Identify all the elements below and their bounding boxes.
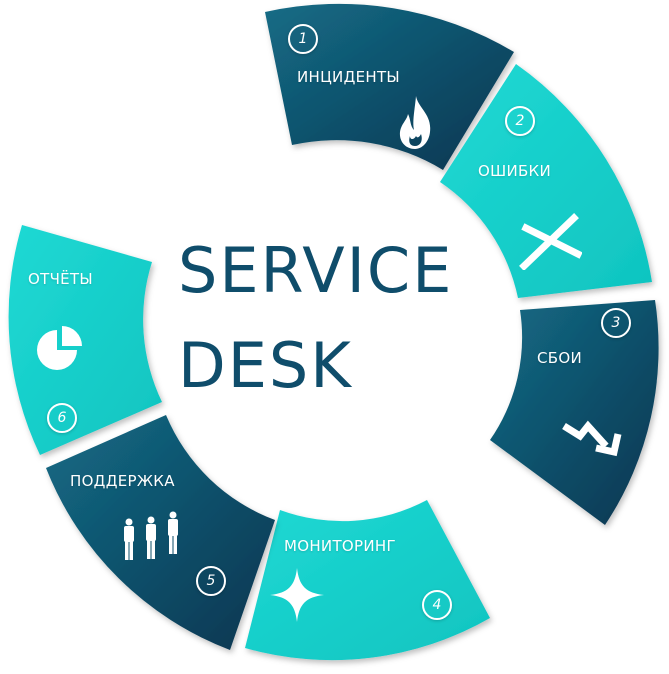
title-service: SERVICE	[178, 234, 454, 307]
cross-icon	[519, 213, 582, 270]
step-number-4: 4	[422, 590, 452, 620]
segment-label-reports: ОТЧЁТЫ	[28, 270, 93, 288]
step-number-1: 1	[288, 24, 318, 54]
title-desk: DESK	[178, 329, 353, 402]
segment-label-failures: СБОИ	[537, 349, 582, 367]
segment-label-incidents: ИНЦИДЕНТЫ	[297, 68, 400, 86]
step-number-3: 3	[601, 308, 631, 338]
people-icon	[124, 511, 178, 560]
trend-down-arrow-icon	[562, 420, 622, 457]
segment-6-reports	[8, 225, 162, 455]
segment-1-incidents	[265, 3, 514, 170]
segment-4-monitoring	[245, 500, 490, 661]
step-number-6: 6	[47, 403, 77, 433]
segment-3-failures	[490, 300, 659, 525]
step-number-2: 2	[505, 106, 535, 136]
fire-icon	[399, 96, 431, 149]
segment-label-monitoring: МОНИТОРИНГ	[284, 537, 396, 555]
segment-2-errors	[440, 64, 652, 298]
sparkle-star-icon	[270, 568, 324, 622]
segment-label-errors: ОШИБКИ	[478, 162, 552, 180]
pie-chart-icon	[37, 326, 82, 370]
segment-label-support: ПОДДЕРЖКА	[70, 472, 175, 490]
step-number-5: 5	[196, 566, 226, 596]
